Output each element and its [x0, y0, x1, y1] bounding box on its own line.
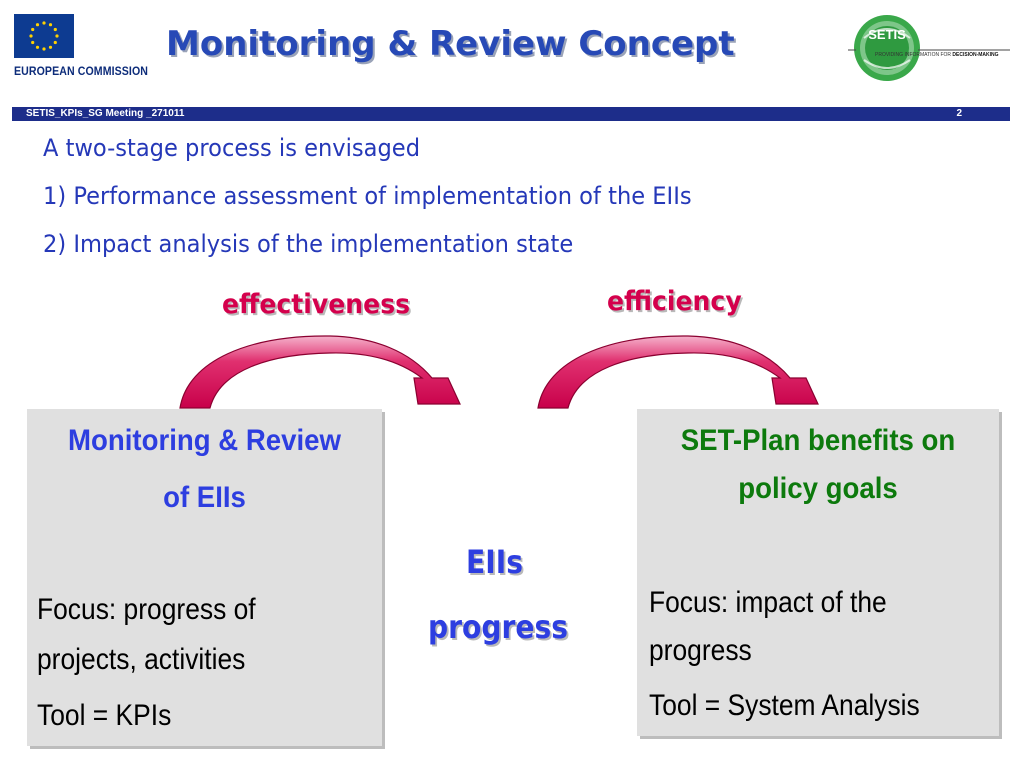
intro-line-3: 2) Impact analysis of the implementation… — [43, 230, 574, 258]
effectiveness-label: effectiveness — [222, 289, 411, 320]
meeting-info-bar: SETIS_KPIs_SG Meeting _271011 2 — [12, 107, 1010, 121]
left-box-focus-line-2: projects, activities — [37, 643, 246, 676]
slide-title: Monitoring & Review Concept — [166, 24, 735, 64]
right-box-heading-line-1: SET-Plan benefits on — [680, 424, 956, 457]
organization-name: EUROPEAN COMMISSION — [14, 66, 149, 78]
svg-text:PROVIDING INFORMATION FOR: PROVIDING INFORMATION FOR DECISION-MAKIN… — [875, 52, 999, 58]
right-box-focus-line-1: Focus: impact of the — [649, 586, 887, 619]
center-progress-label: progress — [428, 608, 569, 646]
right-box-heading-line-2: policy goals — [738, 472, 898, 505]
left-box-tool: Tool = KPIs — [37, 699, 172, 732]
meeting-label: SETIS_KPIs_SG Meeting _271011 — [26, 108, 185, 119]
center-eiis-label: EIIs — [466, 543, 523, 581]
set-plan-benefits-box: SET-Plan benefits on policy goals Focus:… — [637, 409, 999, 736]
effectiveness-arrow-icon — [179, 335, 461, 409]
efficiency-label: efficiency — [607, 286, 742, 317]
setis-logo: SETIS PROVIDING INFORMATION FOR DECISION… — [844, 8, 1014, 88]
left-box-heading-line-1: Monitoring & Review — [68, 424, 341, 457]
efficiency-arrow-icon — [537, 335, 819, 409]
setis-tagline-highlight: DECISION-MAKING — [952, 52, 998, 58]
intro-line-2: 1) Performance assessment of implementat… — [43, 182, 692, 210]
setis-logo-name: SETIS — [868, 27, 906, 42]
page-number: 2 — [956, 108, 962, 119]
right-box-focus-line-2: progress — [649, 634, 752, 667]
monitoring-review-box: Monitoring & Review of EIIs Focus: progr… — [27, 409, 382, 746]
left-box-focus-line-1: Focus: progress of — [37, 593, 256, 626]
european-commission-logo: EUROPEAN COMMISSION — [14, 14, 154, 84]
curved-arrows — [179, 335, 819, 409]
intro-line-1: A two-stage process is envisaged — [43, 134, 421, 162]
eu-flag-icon — [14, 14, 74, 58]
right-box-tool: Tool = System Analysis — [649, 689, 920, 722]
setis-tagline-prefix: PROVIDING INFORMATION FOR — [875, 52, 951, 58]
left-box-heading-line-2: of EIIs — [163, 481, 246, 514]
